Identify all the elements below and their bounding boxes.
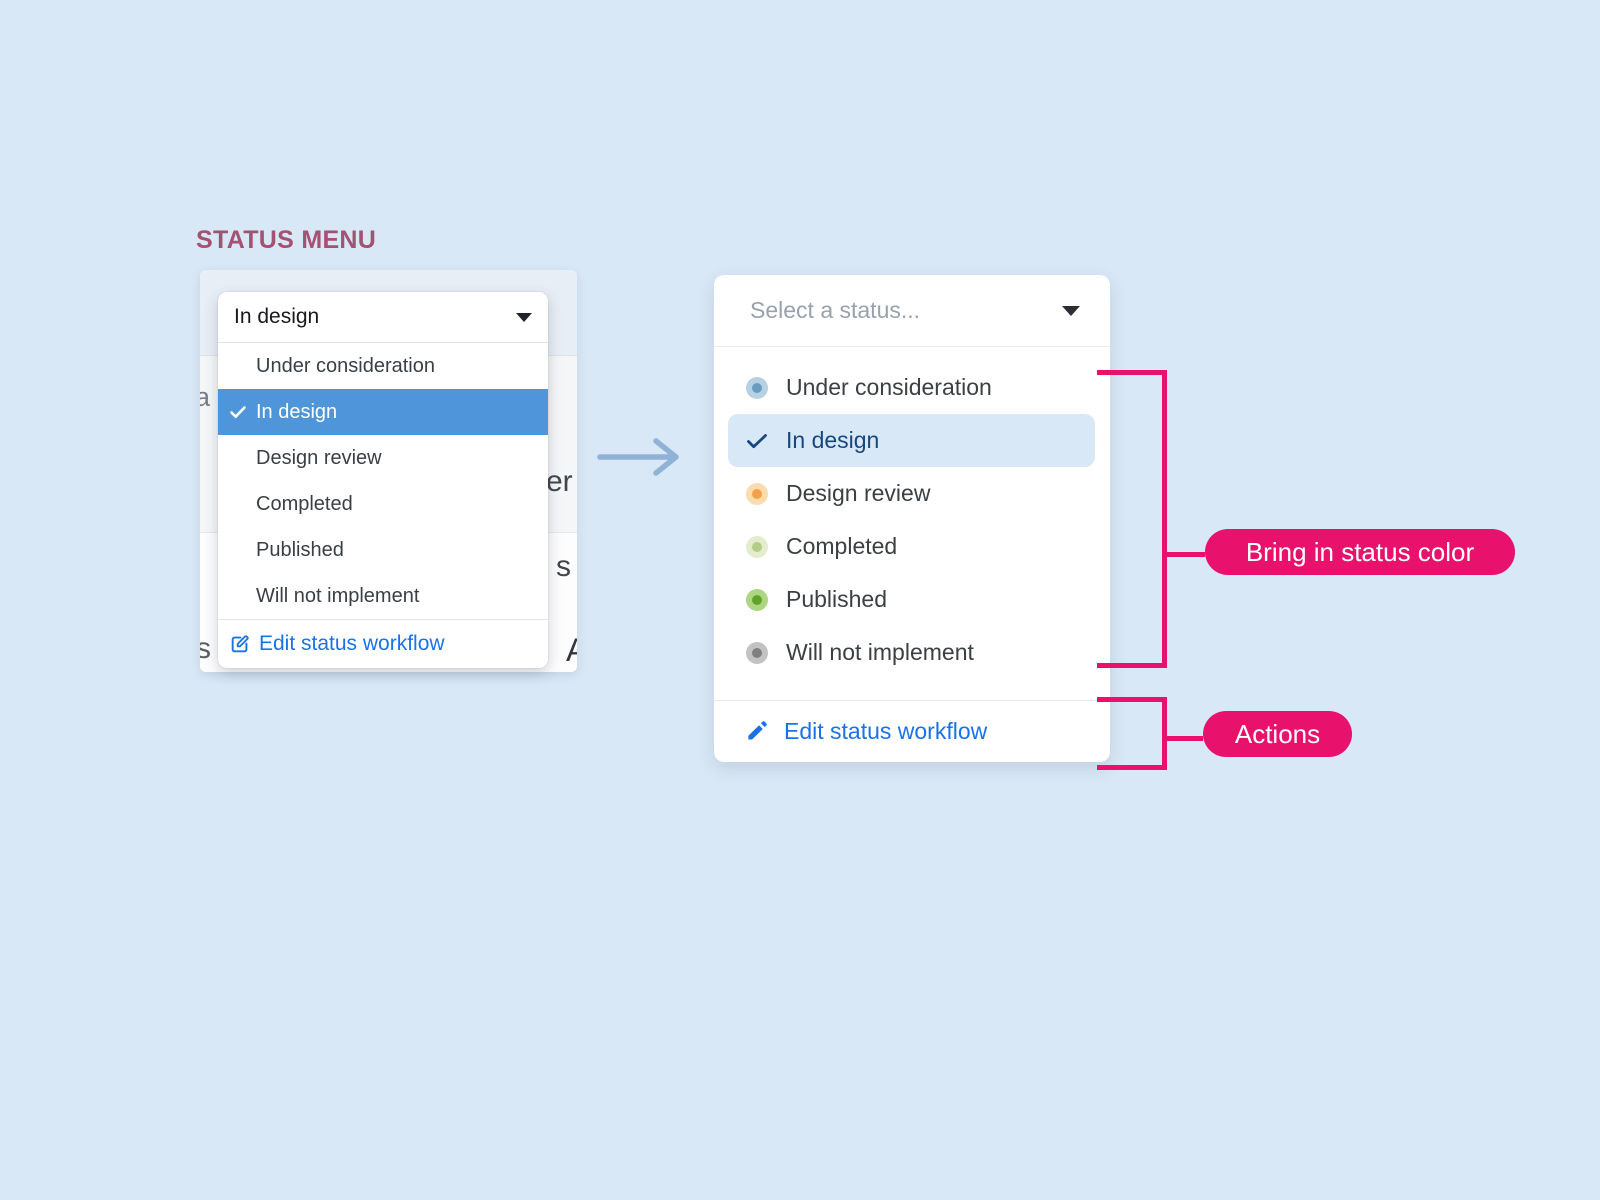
status-dot-icon: [745, 641, 769, 665]
old-menu-item-will-not-implement[interactable]: Will not implement: [218, 573, 548, 619]
item-label: Under consideration: [256, 354, 435, 377]
link-label: Edit status workflow: [784, 717, 988, 744]
new-menu-item-design-review[interactable]: Design review: [728, 467, 1095, 520]
transition-arrow-icon: [594, 436, 688, 483]
bracket-status-colors-connector: [1165, 552, 1205, 557]
backdrop-text-fragment: s: [200, 632, 211, 665]
backdrop-text-fragment: s: [556, 550, 571, 583]
new-edit-status-workflow-link[interactable]: Edit status workflow: [714, 701, 1110, 761]
status-options-list: Under consideration In design Design rev…: [714, 347, 1110, 679]
annotation-badge-status-color: Bring in status color: [1205, 529, 1515, 575]
checkmark-icon: [745, 429, 769, 453]
menu-divider: [714, 700, 1110, 701]
edit-square-icon: [229, 633, 251, 655]
old-trigger-value: In design: [234, 305, 320, 328]
bracket-status-colors-bottom-arm: [1097, 663, 1167, 668]
old-menu-item-completed[interactable]: Completed: [218, 481, 548, 527]
status-dot-icon: [745, 482, 769, 506]
new-status-menu: Select a status... Under consideration I…: [714, 275, 1110, 762]
backdrop-text-fragment: er: [546, 465, 573, 498]
status-dot-icon: [745, 588, 769, 612]
bracket-status-colors-top-arm: [1097, 370, 1167, 375]
old-status-trigger[interactable]: In design: [218, 292, 548, 343]
trigger-placeholder: Select a status...: [750, 297, 921, 323]
bracket-actions-bottom-arm: [1097, 765, 1167, 770]
bracket-actions-vertical: [1162, 697, 1167, 770]
status-dot-icon: [745, 376, 769, 400]
new-menu-item-in-design[interactable]: In design: [728, 414, 1095, 467]
item-label: Will not implement: [256, 584, 420, 607]
chevron-down-icon: [516, 312, 532, 322]
checkmark-icon: [229, 403, 247, 427]
chevron-down-icon: [1062, 305, 1080, 316]
new-status-trigger[interactable]: Select a status...: [714, 275, 1110, 347]
item-label: Design review: [786, 480, 931, 506]
annotation-badge-actions: Actions: [1203, 711, 1352, 757]
old-menu-item-in-design[interactable]: In design: [218, 389, 548, 435]
bracket-actions-top-arm: [1097, 697, 1167, 702]
item-label: Published: [256, 538, 344, 561]
page-title: STATUS MENU: [196, 226, 377, 254]
old-menu-item-published[interactable]: Published: [218, 527, 548, 573]
new-menu-item-published[interactable]: Published: [728, 573, 1095, 626]
status-dot-icon: [745, 535, 769, 559]
item-label: Design review: [256, 446, 382, 469]
backdrop-text-fragment: A: [566, 632, 577, 668]
item-label: Completed: [786, 533, 898, 559]
old-menu-item-design-review[interactable]: Design review: [218, 435, 548, 481]
badge-label: Bring in status color: [1245, 536, 1475, 567]
new-menu-item-will-not-implement[interactable]: Will not implement: [728, 626, 1095, 679]
old-status-menu: In design Under consideration In design …: [218, 292, 548, 668]
item-label: In design: [256, 400, 338, 423]
item-label: Completed: [256, 492, 353, 515]
bracket-actions-connector: [1165, 736, 1203, 741]
link-label: Edit status workflow: [259, 632, 445, 655]
item-label: Under consideration: [786, 374, 992, 400]
backdrop-text-fragment: a: [200, 382, 211, 412]
item-label: Published: [786, 586, 888, 612]
old-menu-item-under-consideration[interactable]: Under consideration: [218, 343, 548, 389]
new-menu-item-under-consideration[interactable]: Under consideration: [728, 361, 1095, 414]
item-label: In design: [786, 427, 880, 453]
bracket-status-colors-vertical: [1162, 370, 1167, 668]
item-label: Will not implement: [786, 639, 974, 665]
pencil-icon: [745, 719, 769, 743]
old-edit-status-workflow-link[interactable]: Edit status workflow: [218, 619, 548, 668]
badge-label: Actions: [1234, 718, 1321, 749]
new-menu-item-completed[interactable]: Completed: [728, 520, 1095, 573]
